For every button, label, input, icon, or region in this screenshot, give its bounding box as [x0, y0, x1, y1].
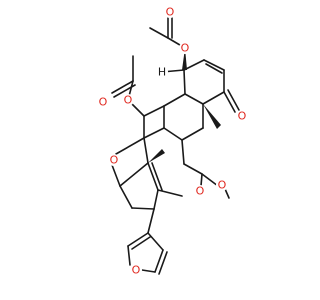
- atom-label-background: [130, 264, 142, 276]
- bond: [111, 164, 121, 187]
- wedge-bond: [182, 48, 187, 70]
- wedge-bond: [203, 104, 221, 129]
- bond: [205, 63, 223, 74]
- bond: [158, 251, 168, 275]
- atom-symbol: O: [124, 94, 133, 107]
- bond: [183, 69, 186, 95]
- atom-symbol: O: [238, 110, 247, 123]
- bond: [200, 173, 203, 187]
- bond: [203, 59, 225, 71]
- bond: [181, 139, 185, 165]
- atom-o-acetoxy-left-ester: O: [122, 94, 134, 107]
- bond: [115, 137, 145, 155]
- bond: [149, 27, 169, 39]
- atom-o-methyl-ester-carbonyl: O: [194, 185, 206, 198]
- bond: [143, 137, 149, 164]
- atom-o-methyl-ester-ether: O: [216, 179, 228, 192]
- bond: [223, 91, 236, 113]
- atom-label-background: [179, 42, 191, 54]
- atom-label-background: [236, 110, 248, 122]
- atom-symbol: O: [99, 96, 108, 109]
- bond: [147, 232, 164, 251]
- bond: [157, 189, 183, 197]
- atom-h-ring-junction: H: [156, 66, 168, 79]
- bond: [163, 93, 186, 107]
- atom-o-acetoxy-top-ester: O: [179, 42, 191, 55]
- atom-label-background: [156, 66, 168, 78]
- bond: [201, 173, 219, 187]
- bond: [227, 89, 240, 111]
- atom-symbol: O: [110, 154, 119, 167]
- atom-label-background: [108, 154, 120, 166]
- bond: [153, 189, 159, 210]
- atom-symbol: O: [181, 42, 190, 55]
- atom-symbol: O: [132, 264, 141, 277]
- atom-symbol: O: [196, 185, 205, 198]
- atom-o-ketone: O: [236, 110, 248, 123]
- bond-layer: [111, 16, 240, 275]
- bond: [151, 162, 163, 191]
- atom-o-acetoxy-left-carbonyl: O: [97, 96, 109, 109]
- bond: [184, 93, 204, 105]
- atom-label-background: [97, 96, 109, 108]
- bond: [143, 105, 165, 117]
- atom-symbol: O: [218, 179, 227, 192]
- atom-symbol: O: [166, 6, 175, 19]
- bond: [154, 249, 164, 273]
- bond: [147, 208, 155, 234]
- bond: [181, 127, 204, 141]
- bond: [131, 236, 151, 250]
- wedge-bond: [148, 149, 165, 163]
- atom-o-furan-ring-fused: O: [108, 154, 120, 167]
- bond: [111, 80, 134, 94]
- bond: [127, 232, 149, 247]
- bond: [183, 59, 205, 71]
- bond: [113, 84, 136, 98]
- atom-o-furyl: O: [130, 264, 142, 277]
- bond: [183, 163, 203, 175]
- bond: [163, 127, 183, 141]
- bond: [127, 245, 131, 266]
- atom-label-background: [122, 94, 134, 106]
- atom-label-background: [164, 6, 176, 18]
- atom-label-background: [216, 179, 228, 191]
- bond: [143, 127, 165, 139]
- atom-label-background: [194, 185, 206, 197]
- bond: [147, 162, 159, 191]
- bond: [141, 269, 156, 273]
- atom-symbol: H: [158, 66, 166, 79]
- atom-o-acetoxy-top-carbonyl: O: [164, 6, 176, 19]
- bond: [202, 91, 225, 105]
- bond: [119, 162, 149, 187]
- bond: [131, 207, 155, 210]
- bond: [119, 185, 133, 209]
